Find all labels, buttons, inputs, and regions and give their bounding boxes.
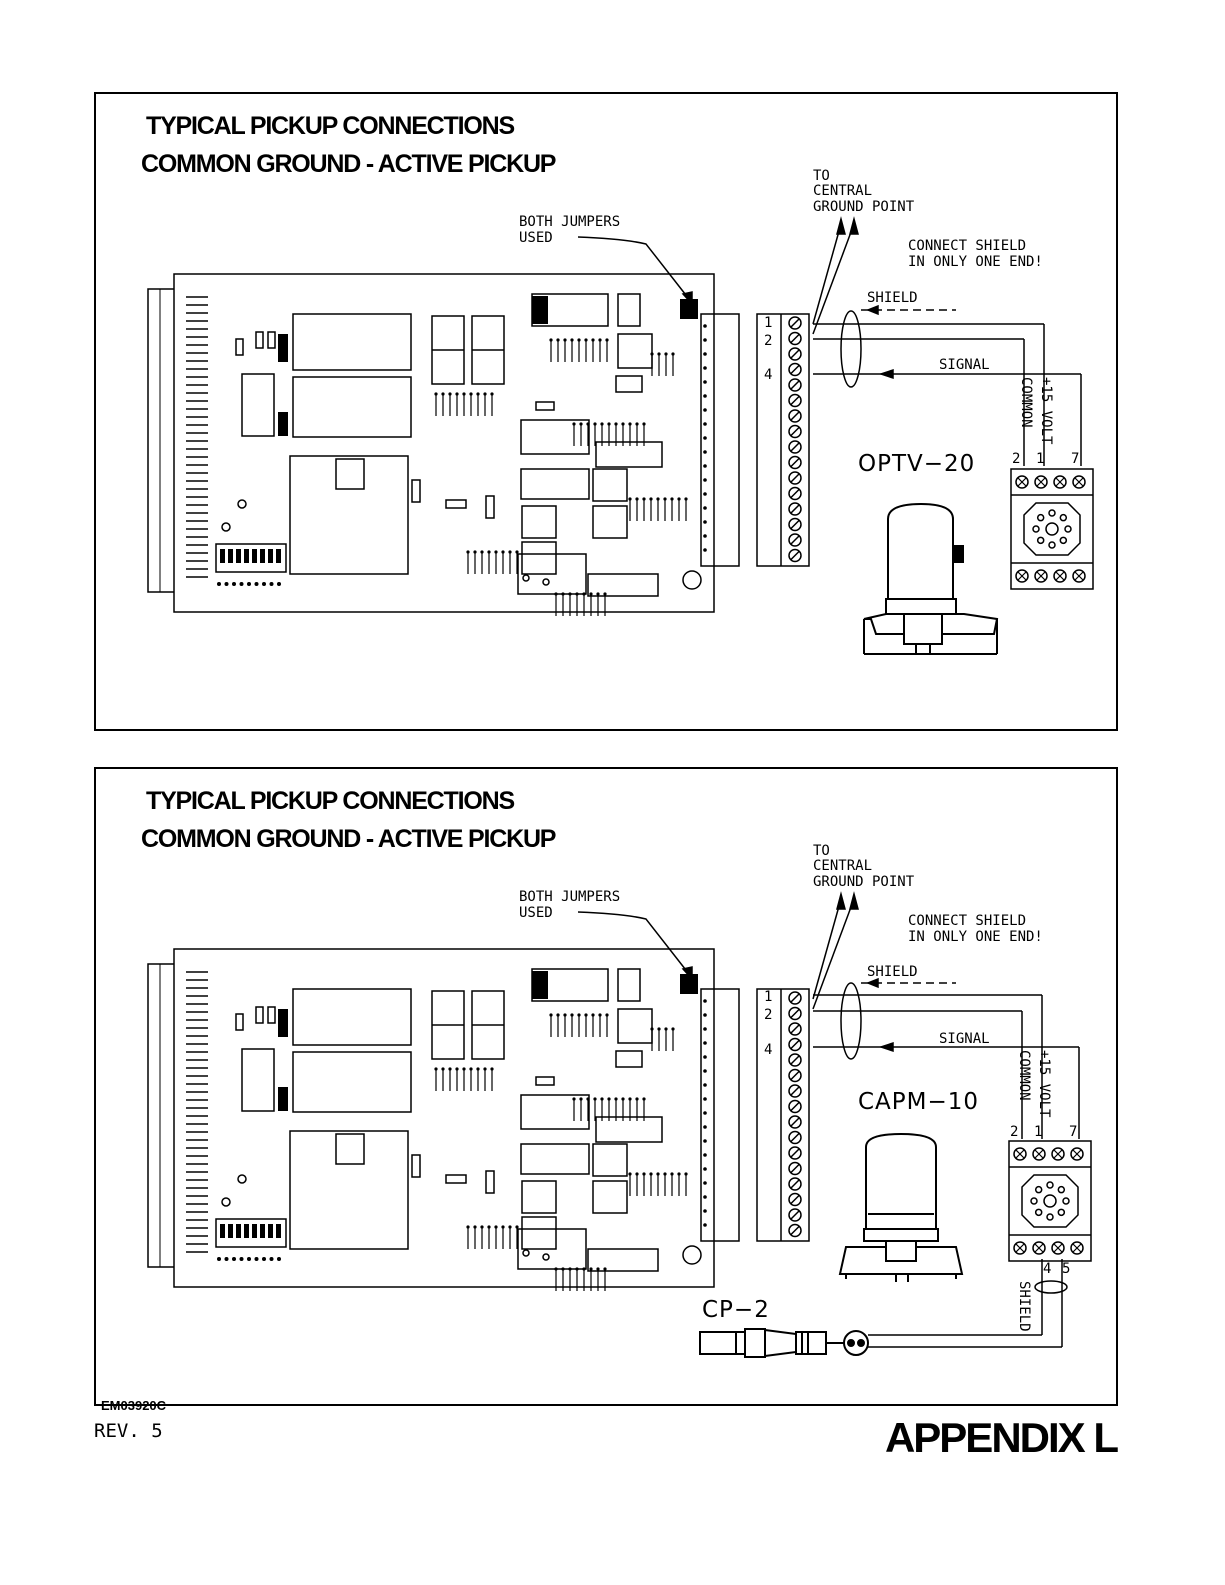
jumper-note-line1: BOTH JUMPERS xyxy=(519,889,620,905)
ground-line3: GROUND POINT xyxy=(813,874,915,890)
common-label: COMMON xyxy=(1018,377,1034,428)
document-id: EM03920C xyxy=(101,1398,167,1413)
circuit-card xyxy=(147,948,740,1291)
pickup-model-label: CAPM−10 xyxy=(858,1089,979,1115)
socket-pin-1: 1 xyxy=(1034,1124,1042,1140)
panel-title-line2: COMMON GROUND - ACTIVE PICKUP xyxy=(141,150,556,178)
terminal-2-label: 2 xyxy=(764,1007,772,1023)
socket-base xyxy=(1010,468,1094,590)
shield-note-line1: CONNECT SHIELD xyxy=(908,913,1026,929)
socket-base xyxy=(1008,1140,1092,1262)
jumper-note-line2: USED xyxy=(519,230,553,246)
terminal-2-label: 2 xyxy=(764,333,772,349)
ground-line2: CENTRAL xyxy=(813,183,872,199)
terminal-1-label: 1 xyxy=(764,989,772,1005)
socket-pin-2: 2 xyxy=(1012,451,1020,467)
volt-label: +15 VOLT xyxy=(1038,377,1054,445)
wiring-diagram-capm: BOTH JUMPERS USED TO CENTRAL GROUND POIN… xyxy=(147,843,1092,1358)
wiring-diagram-optv: BOTH JUMPERS USED TO CENTRAL GROUND POIN… xyxy=(147,168,1094,655)
jumper-note-line1: BOTH JUMPERS xyxy=(519,214,620,230)
shield-note-line1: CONNECT SHIELD xyxy=(908,238,1026,254)
volt-label: +15 VOLT xyxy=(1036,1050,1052,1118)
jumper-note-line2: USED xyxy=(519,905,553,921)
shield-label: SHIELD xyxy=(867,964,918,980)
cp2-cable-drawing xyxy=(699,1328,869,1358)
ground-line2: CENTRAL xyxy=(813,858,872,874)
pickup-model-label: OPTV−20 xyxy=(858,451,975,477)
capm-pickup-drawing xyxy=(838,1132,964,1282)
socket-pin-7: 7 xyxy=(1069,1124,1077,1140)
shield-label: SHIELD xyxy=(867,290,918,306)
wiring xyxy=(577,216,1082,466)
shield-note-line2: IN ONLY ONE END! xyxy=(908,254,1043,270)
socket-pin-5: 5 xyxy=(1062,1261,1070,1277)
socket-pin-1: 1 xyxy=(1036,451,1044,467)
common-label: COMMON xyxy=(1016,1050,1032,1101)
panel-title-line1: TYPICAL PICKUP CONNECTIONS xyxy=(146,112,515,140)
panel-title-line1: TYPICAL PICKUP CONNECTIONS xyxy=(146,787,515,815)
diagram-panel-capm: TYPICAL PICKUP CONNECTIONS COMMON GROUND… xyxy=(94,767,1118,1406)
socket-pin-4: 4 xyxy=(1043,1261,1051,1277)
ground-line3: GROUND POINT xyxy=(813,199,915,215)
ground-line1: TO xyxy=(813,168,830,184)
wiring xyxy=(577,891,1080,1348)
terminal-4-label: 4 xyxy=(764,1042,772,1058)
signal-label: SIGNAL xyxy=(939,1031,990,1047)
signal-label: SIGNAL xyxy=(939,357,990,373)
terminal-4-label: 4 xyxy=(764,367,772,383)
ground-line1: TO xyxy=(813,843,830,859)
revision-label: REV. 5 xyxy=(94,1420,163,1442)
cable-model-label: CP−2 xyxy=(702,1297,770,1323)
socket-pin-2: 2 xyxy=(1010,1124,1018,1140)
diagram-panel-optv: TYPICAL PICKUP CONNECTIONS COMMON GROUND… xyxy=(94,92,1118,731)
terminal-strip xyxy=(756,313,810,567)
terminal-1-label: 1 xyxy=(764,315,772,331)
terminal-strip xyxy=(756,988,810,1242)
socket-pin-7: 7 xyxy=(1071,451,1079,467)
appendix-heading: APPENDIX L xyxy=(884,1414,1119,1461)
panel-title-line2: COMMON GROUND - ACTIVE PICKUP xyxy=(141,825,556,853)
circuit-card xyxy=(147,273,740,616)
shield-note-line2: IN ONLY ONE END! xyxy=(908,929,1043,945)
optv-pickup-drawing xyxy=(863,502,999,655)
cable-shield-label: SHIELD xyxy=(1016,1281,1032,1332)
